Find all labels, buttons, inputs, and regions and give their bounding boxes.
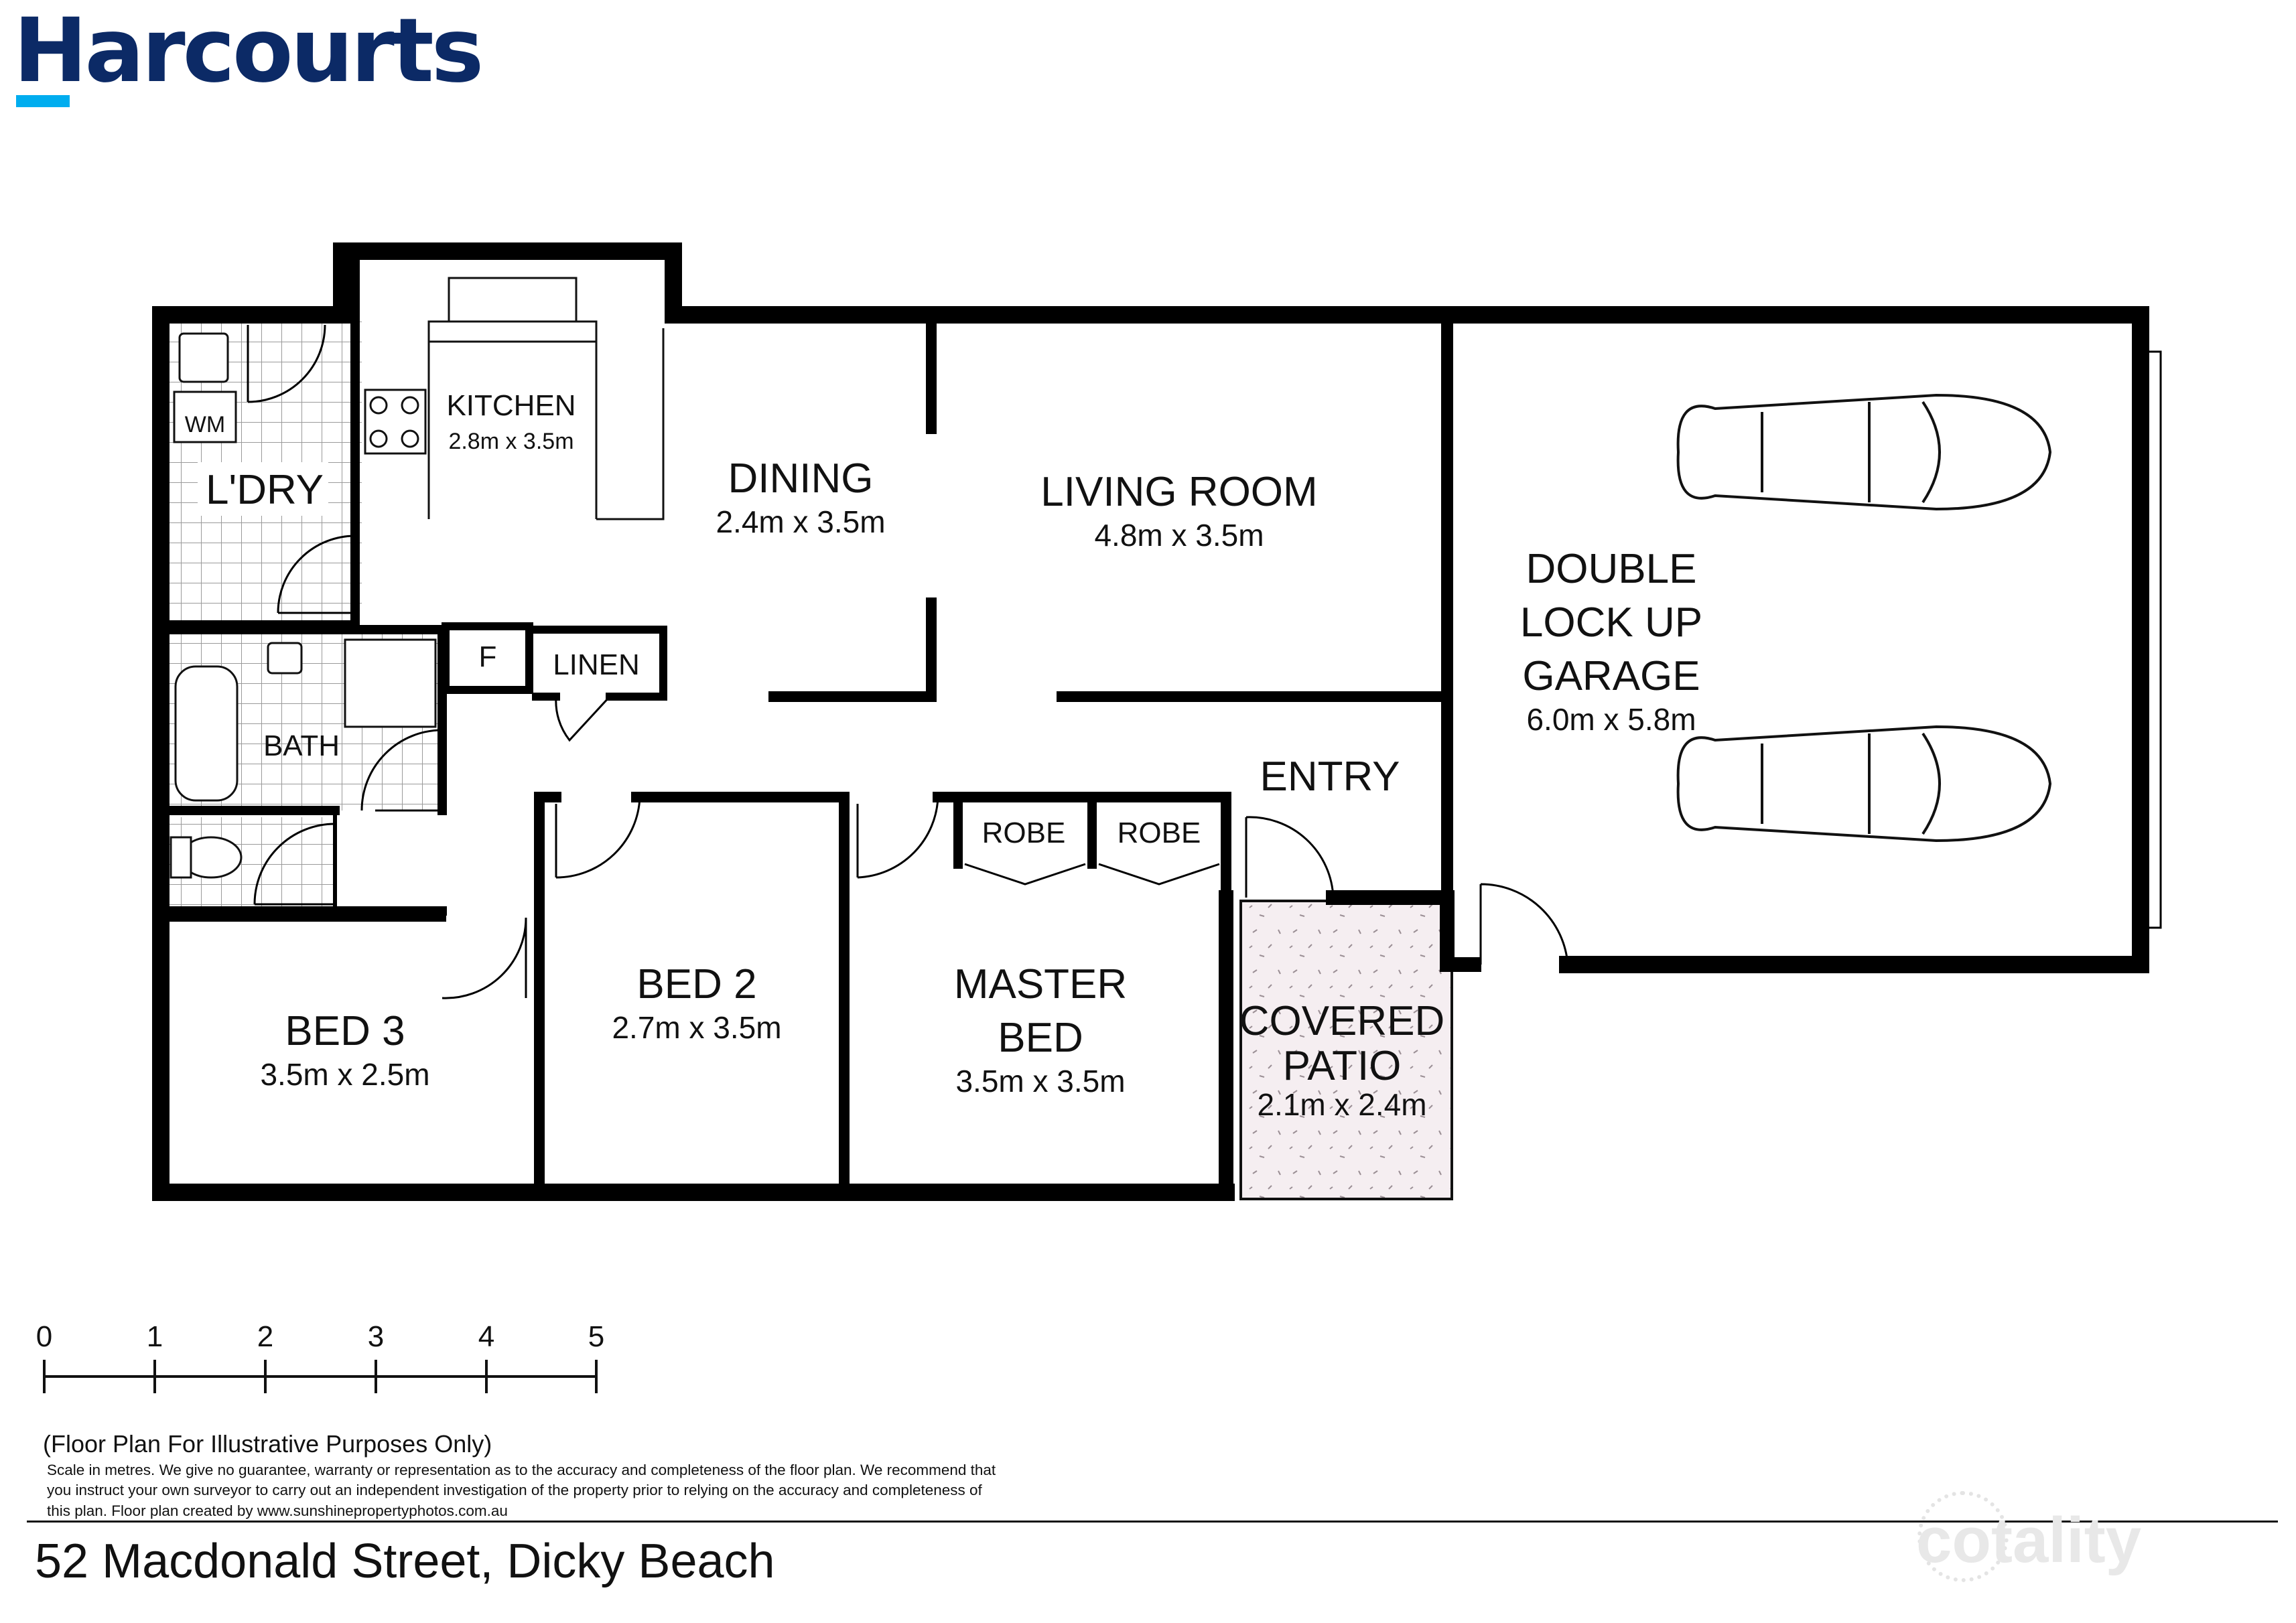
kitchen-label: KITCHEN (446, 389, 576, 422)
bed3-label: BED 3 (285, 1008, 405, 1054)
vanity-basin-icon (267, 642, 303, 675)
kitchen-sink-icon (448, 277, 578, 323)
watermark-globe-icon (1917, 1491, 2009, 1582)
walls (152, 242, 2149, 1201)
washing-machine-label: WM (185, 412, 225, 437)
patio-label-line2: PATIO (1283, 1043, 1402, 1089)
laundry-tub-icon (178, 332, 229, 383)
scale-tick-label: 4 (478, 1320, 494, 1353)
dining-dim: 2.4m x 3.5m (716, 504, 885, 539)
patio-label-line1: COVERED (1239, 998, 1445, 1044)
kitchen-dim: 2.8m x 3.5m (448, 429, 573, 454)
shower-icon (344, 638, 437, 728)
garage-dim: 6.0m x 5.8m (1526, 702, 1696, 737)
scale-tick-label: 2 (257, 1320, 273, 1353)
master-bed-dim: 3.5m x 3.5m (955, 1064, 1125, 1099)
bed2-dim: 2.7m x 3.5m (612, 1010, 781, 1045)
address-divider (27, 1521, 2278, 1523)
scale-tick-label: 3 (368, 1320, 384, 1353)
car-icon (1676, 725, 2052, 843)
bed3-dim: 3.5m x 2.5m (260, 1057, 429, 1092)
logo-accent-bar (16, 95, 70, 107)
living-room-dim: 4.8m x 3.5m (1094, 518, 1264, 553)
bed2-label: BED 2 (636, 961, 756, 1007)
watermark-text: cotality (1916, 1504, 2142, 1576)
kitchen-bench (369, 328, 665, 520)
living-room-label: LIVING ROOM (1040, 469, 1317, 515)
scale-tick-label: 0 (36, 1320, 52, 1353)
linen-label: LINEN (553, 648, 640, 681)
washing-machine-icon (173, 391, 237, 443)
bathtub-icon (174, 665, 239, 802)
laundry-label: L'DRY (206, 467, 324, 513)
illustrative-note: (Floor Plan For Illustrative Purposes On… (43, 1430, 492, 1458)
doors (247, 324, 2162, 999)
bath-label: BATH (263, 729, 340, 762)
scale-tick-label: 1 (147, 1320, 163, 1353)
disclaimer-text: Scale in metres. We give no guarantee, w… (47, 1462, 996, 1519)
master-bed-label-line1: MASTER (954, 961, 1127, 1007)
garage-label-line2: LOCK UP (1520, 599, 1702, 646)
robe-label: ROBE (982, 817, 1066, 849)
garage-label-line1: DOUBLE (1526, 546, 1697, 592)
entry-label: ENTRY (1260, 754, 1400, 800)
dining-label: DINING (728, 455, 874, 502)
scale-bar (43, 1360, 598, 1393)
garage-label-line3: GARAGE (1522, 653, 1700, 699)
laundry-label-bg (198, 462, 328, 516)
master-bed-label-line2: BED (998, 1015, 1083, 1061)
car-icon (1676, 393, 2052, 511)
robe-label: ROBE (1118, 817, 1201, 849)
patio-dim: 2.1m x 2.4m (1257, 1087, 1426, 1122)
fixtures (170, 277, 598, 879)
scale-tick-label: 5 (588, 1320, 604, 1353)
fridge-label: F (479, 640, 497, 673)
property-address: 52 Macdonald Street, Dicky Beach (35, 1535, 775, 1588)
harcourts-logo: Harcourts (13, 0, 484, 102)
